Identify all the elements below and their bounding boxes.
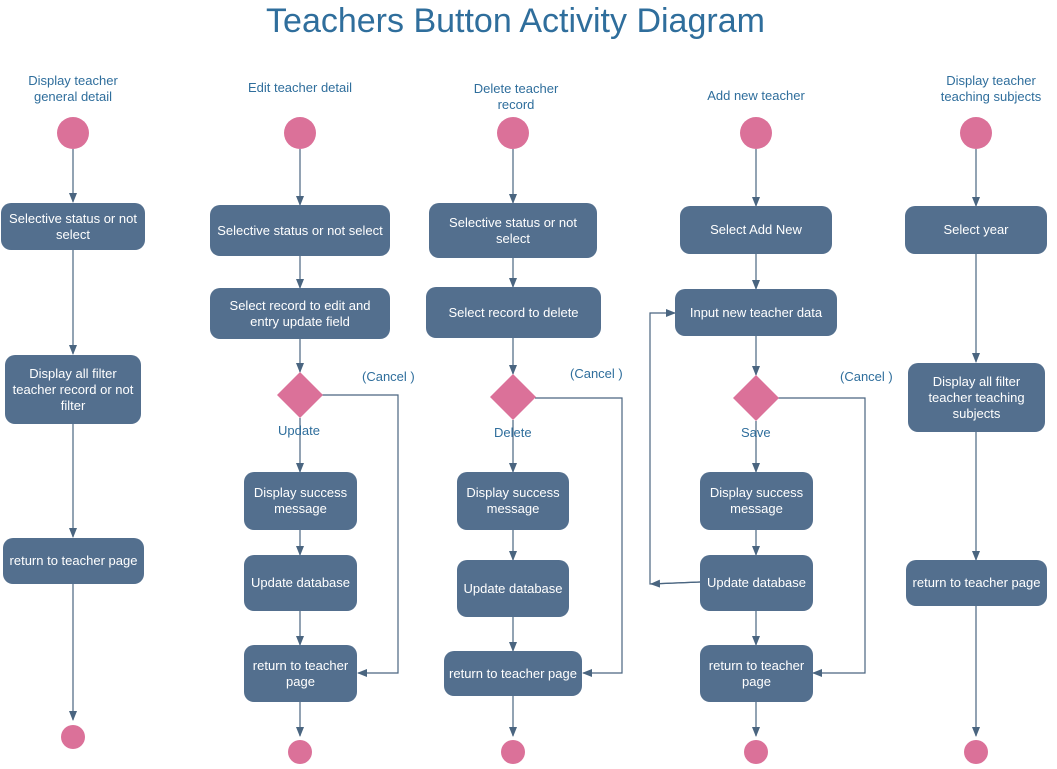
action-node: return to teacher page bbox=[700, 645, 813, 702]
end-node bbox=[744, 740, 768, 764]
action-node: Selective status or not select bbox=[1, 203, 145, 250]
decision-diamond bbox=[277, 372, 323, 418]
action-node: return to teacher page bbox=[444, 651, 582, 696]
end-node bbox=[964, 740, 988, 764]
action-node: return to teacher page bbox=[3, 538, 144, 584]
action-node: Select record to edit and entry update f… bbox=[210, 288, 390, 339]
cancel-edge bbox=[322, 394, 399, 677]
action-node: Selective status or not select bbox=[429, 203, 597, 258]
lane-header: Add new teacher bbox=[707, 88, 805, 103]
diagram-title: Teachers Button Activity Diagram bbox=[266, 2, 765, 40]
decision-yes-label: Save bbox=[741, 425, 771, 440]
action-node: Selective status or not select bbox=[210, 205, 390, 256]
decision-cancel-label: (Cancel ) bbox=[362, 369, 415, 384]
lane-header: Edit teacher detail bbox=[247, 80, 353, 95]
decision-cancel-label: (Cancel ) bbox=[840, 369, 893, 384]
start-node bbox=[284, 117, 316, 149]
start-node bbox=[497, 117, 529, 149]
action-node: Select Add New bbox=[680, 206, 832, 254]
cancel-edge bbox=[778, 397, 866, 677]
action-node: Display all filter teacher record or not… bbox=[5, 355, 141, 424]
end-node bbox=[61, 725, 85, 749]
action-node: Update database bbox=[244, 555, 357, 611]
action-node: Select year bbox=[905, 206, 1047, 254]
loop-back-edge bbox=[650, 579, 701, 588]
lane-header: Display teacher teaching subjects bbox=[940, 73, 1042, 104]
action-node: Update database bbox=[457, 560, 569, 617]
decision-diamond bbox=[733, 375, 779, 421]
action-node: Display all filter teacher teaching subj… bbox=[908, 363, 1045, 432]
cancel-edge bbox=[535, 397, 623, 677]
lane-header: Display teacher general detail bbox=[28, 73, 118, 104]
decision-cancel-label: (Cancel ) bbox=[570, 366, 623, 381]
action-node: return to teacher page bbox=[906, 560, 1047, 606]
action-node: return to teacher page bbox=[244, 645, 357, 702]
decision-diamond bbox=[490, 374, 536, 420]
loop-back-edge bbox=[649, 309, 701, 585]
action-node: Display success message bbox=[244, 472, 357, 530]
start-node bbox=[57, 117, 89, 149]
start-node bbox=[960, 117, 992, 149]
action-node: Update database bbox=[700, 555, 813, 611]
action-node: Select record to delete bbox=[426, 287, 601, 338]
lane-header: Delete teacher record bbox=[473, 81, 559, 112]
decision-yes-label: Update bbox=[278, 423, 320, 438]
action-node: Display success message bbox=[457, 472, 569, 530]
start-node bbox=[740, 117, 772, 149]
action-node: Display success message bbox=[700, 472, 813, 530]
end-node bbox=[288, 740, 312, 764]
action-node: Input new teacher data bbox=[675, 289, 837, 336]
end-node bbox=[501, 740, 525, 764]
decision-yes-label: Delete bbox=[494, 425, 532, 440]
